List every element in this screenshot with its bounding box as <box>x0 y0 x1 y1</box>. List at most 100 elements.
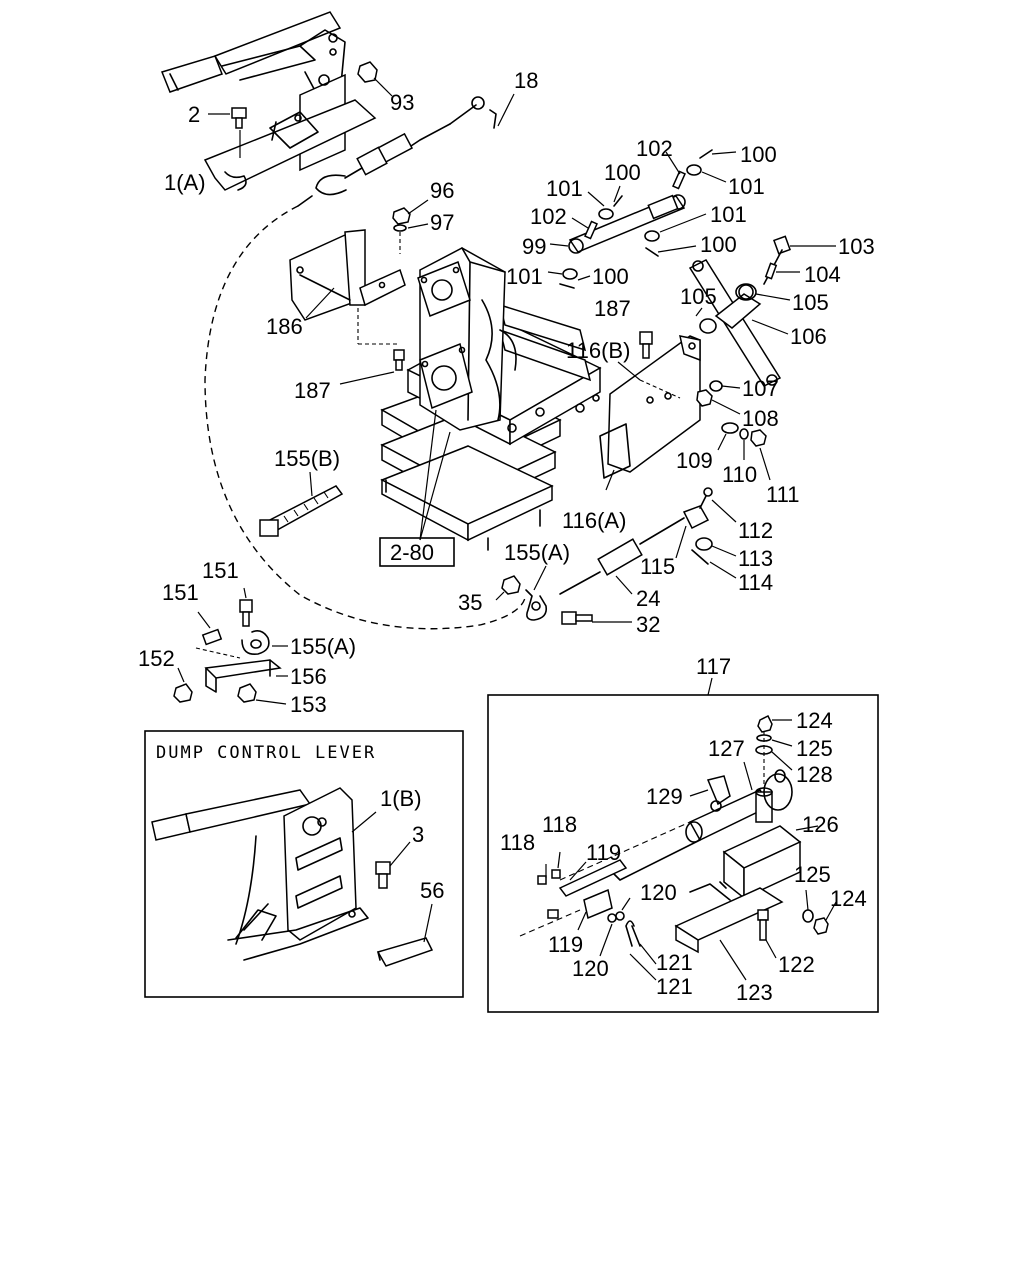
callout-107: 107 <box>742 376 779 401</box>
callout-153: 153 <box>290 692 327 717</box>
inset-title: DUMP CONTROL LEVER <box>156 743 376 763</box>
callout-119-bottom: 119 <box>548 932 583 957</box>
cable-tie-155b <box>259 485 344 537</box>
reference-box-label: 2-80 <box>390 540 434 565</box>
callout-110: 110 <box>722 462 757 487</box>
callout-155a-left: 155(A) <box>290 634 356 659</box>
callout-105-left: 105 <box>680 284 717 309</box>
callout-118-right: 118 <box>542 812 577 837</box>
washer-107 <box>709 380 723 392</box>
callout-1a: 1(A) <box>164 170 206 195</box>
control-cable-upper <box>297 96 497 207</box>
washer-109 <box>721 422 739 434</box>
control-lever-1a <box>160 11 377 191</box>
washer-97 <box>393 224 407 232</box>
callout-100-left: 100 <box>604 160 641 185</box>
callout-108: 108 <box>742 406 779 431</box>
bolt-32 <box>561 611 593 625</box>
bolt-187-left <box>393 349 405 371</box>
callout-101-upper: 101 <box>728 174 765 199</box>
plate-56 <box>376 937 434 967</box>
callout-labels: 18 93 2 1(A) 96 97 186 187 187 102 100 1… <box>138 68 875 1005</box>
dump-control-lever-1b <box>151 787 369 961</box>
callout-93: 93 <box>390 90 414 115</box>
washer-101-a <box>598 208 614 220</box>
bolt-2 <box>231 107 247 129</box>
callout-128: 128 <box>796 762 833 787</box>
callout-127: 127 <box>708 736 745 761</box>
link-rod-99 <box>568 194 686 254</box>
callout-115: 115 <box>640 554 675 579</box>
washer-113 <box>695 537 713 551</box>
callout-111: 111 <box>766 482 799 507</box>
callout-187-right: 187 <box>594 296 631 321</box>
callout-101-lower: 101 <box>506 264 543 289</box>
callout-124-right: 124 <box>830 886 867 911</box>
pin-102-lower <box>584 220 598 240</box>
callout-103: 103 <box>838 234 875 259</box>
washer-101-d <box>562 268 578 280</box>
pin-104 <box>764 262 778 280</box>
nut-111 <box>750 429 767 447</box>
cotter-100-d <box>559 283 575 289</box>
callout-113: 113 <box>738 546 773 571</box>
inset-frame-dump-control <box>144 730 464 998</box>
cable-end-115 <box>682 487 713 565</box>
washer-105-b <box>699 318 717 334</box>
bracket-156 <box>195 647 282 693</box>
control-cable-24 <box>559 517 685 595</box>
callout-126: 126 <box>802 812 839 837</box>
washer-101-b <box>686 164 702 176</box>
callout-112: 112 <box>738 518 773 543</box>
callout-18: 18 <box>514 68 538 93</box>
nut-35 <box>501 575 521 595</box>
clip-155a-left <box>241 630 270 656</box>
callout-155a-right: 155(A) <box>504 540 570 565</box>
callout-156: 156 <box>290 664 327 689</box>
callout-100-right: 100 <box>700 232 737 257</box>
washer-110 <box>739 428 749 440</box>
callout-100-upper: 100 <box>740 142 777 167</box>
callout-117: 117 <box>696 654 731 679</box>
callout-114: 114 <box>738 570 773 595</box>
callout-32: 32 <box>636 612 660 637</box>
callout-120-top: 120 <box>640 880 677 905</box>
callout-155b: 155(B) <box>274 446 340 471</box>
callout-121-upper: 121 <box>656 950 693 975</box>
callout-105-right: 105 <box>792 290 829 315</box>
callout-56: 56 <box>420 878 444 903</box>
bracket-186 <box>289 229 406 321</box>
callout-97: 97 <box>430 210 454 235</box>
cotter-100-c <box>645 247 659 257</box>
callout-2: 2 <box>188 102 200 127</box>
callout-152: 152 <box>138 646 175 671</box>
callout-124-top: 124 <box>796 708 833 733</box>
cable-routing-path <box>204 205 526 630</box>
callout-151-top: 151 <box>202 558 239 583</box>
callout-1b: 1(B) <box>380 786 422 811</box>
callout-101-right: 101 <box>710 202 747 227</box>
cotter-100-a <box>613 195 623 207</box>
callout-151-left: 151 <box>162 580 199 605</box>
callout-24: 24 <box>636 586 660 611</box>
bolt-151-right <box>239 599 253 627</box>
callout-99: 99 <box>522 234 546 259</box>
callout-186: 186 <box>266 314 303 339</box>
callout-35: 35 <box>458 590 482 615</box>
valve-assembly-117 <box>519 714 829 954</box>
callout-125-right: 125 <box>794 862 831 887</box>
callout-109: 109 <box>676 448 713 473</box>
reference-box <box>379 537 455 567</box>
callout-129: 129 <box>646 784 683 809</box>
callout-116a: 116(A) <box>562 508 626 533</box>
nut-108 <box>696 389 713 407</box>
bolt-187-right <box>639 331 653 359</box>
callout-100-lower: 100 <box>592 264 629 289</box>
callout-118-left: 118 <box>500 830 535 855</box>
nut-153 <box>237 683 257 703</box>
callout-122: 122 <box>778 952 815 977</box>
bolt-151-left <box>201 628 223 646</box>
callout-123: 123 <box>736 980 773 1005</box>
lever-106 <box>688 259 782 387</box>
